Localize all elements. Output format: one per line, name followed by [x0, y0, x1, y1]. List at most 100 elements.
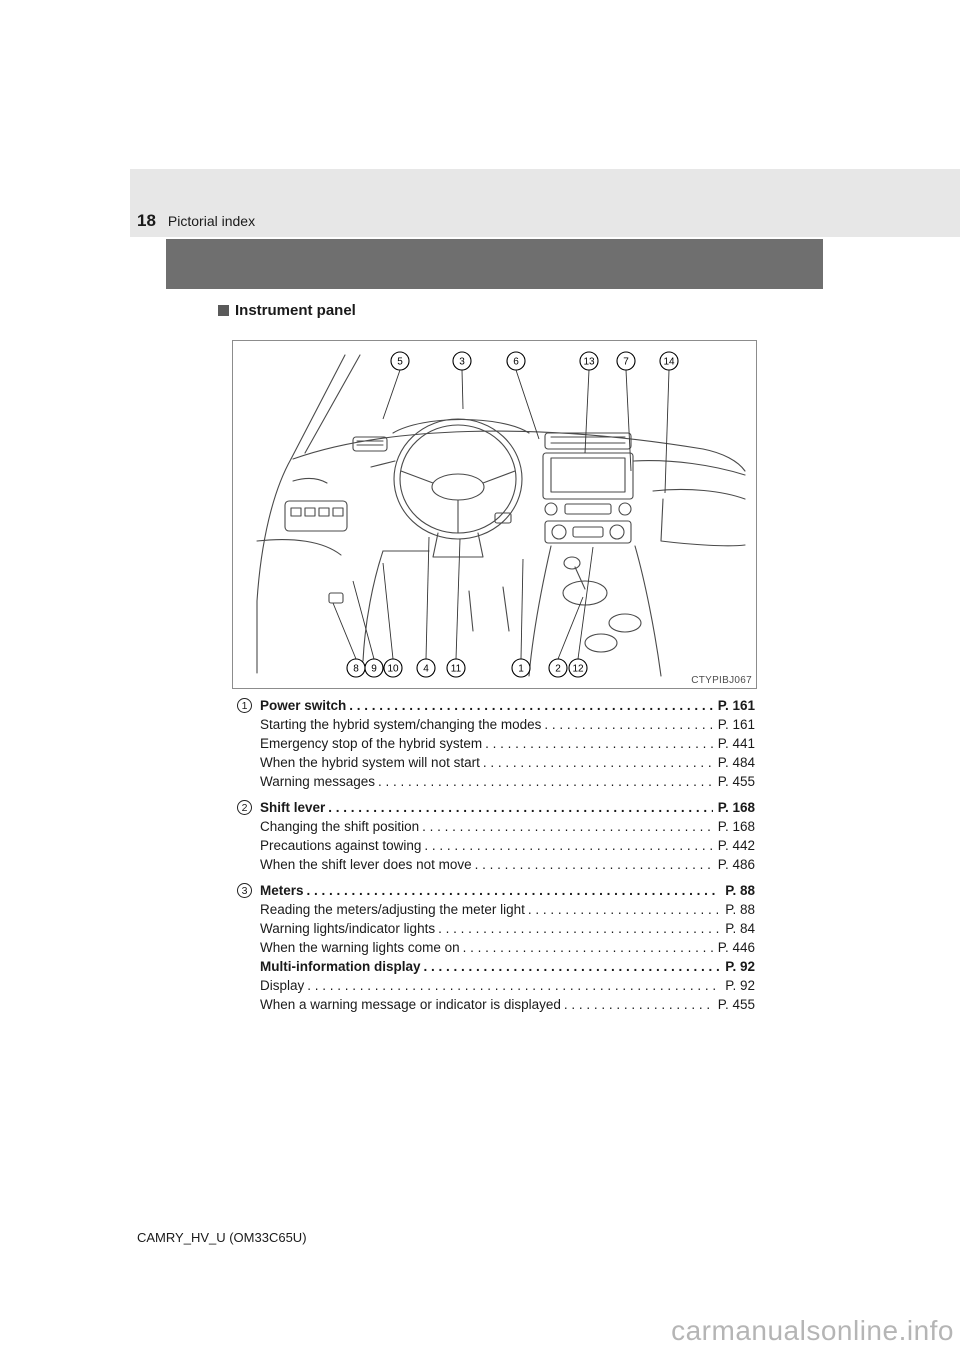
- sub-label: Emergency stop of the hybrid system: [260, 736, 483, 751]
- index-sub-row: Precautions against towing P. 442: [260, 836, 755, 855]
- entry-number-badge: 2: [237, 800, 252, 815]
- svg-text:3: 3: [459, 357, 465, 368]
- page-number: 18: [137, 211, 156, 230]
- callout-8: 8: [346, 658, 366, 678]
- index-sub-row: Display P. 92: [260, 976, 755, 995]
- instrument-panel-figure: 5 3 6 13 7 14 8 9 10 4 11 1 2 12 CTYPIBJ…: [232, 340, 757, 689]
- entry-title: Meters: [260, 883, 304, 898]
- dot-leader: [304, 881, 721, 900]
- dot-leader: [419, 817, 713, 836]
- dot-leader: [561, 995, 713, 1014]
- sub-page-ref: P. 441: [717, 736, 755, 751]
- callout-12: 12: [568, 658, 588, 678]
- callout-10: 10: [383, 658, 403, 678]
- callout-6: 6: [506, 351, 526, 371]
- sub-label: Display: [260, 978, 305, 993]
- dashboard-sketch: [256, 354, 746, 677]
- section-bullet-icon: [218, 305, 229, 316]
- watermark: carmanualsonline.info: [671, 1315, 954, 1346]
- dot-leader: [435, 919, 720, 938]
- chapter-title: Pictorial index: [167, 213, 256, 229]
- svg-text:14: 14: [663, 357, 675, 368]
- sub-label: When a warning message or indicator is d…: [260, 997, 561, 1012]
- callout-4: 4: [416, 658, 436, 678]
- svg-text:9: 9: [371, 664, 377, 675]
- callout-1: 1: [511, 658, 531, 678]
- instrument-panel-drawing: 5 3 6 13 7 14 8 9 10 4 11 1 2 12: [256, 351, 746, 678]
- figure-caption: CTYPIBJ067: [691, 675, 752, 686]
- index-sub-row: Reading the meters/adjusting the meter l…: [260, 900, 755, 919]
- index-main-row: 2 Shift lever P. 168: [237, 798, 755, 817]
- sub-page-ref: P. 446: [717, 940, 755, 955]
- document-code: CAMRY_HV_U (OM33C65U): [137, 1230, 307, 1245]
- sub-label: Precautions against towing: [260, 838, 422, 853]
- index-sub-row: When the hybrid system will not start P.…: [260, 753, 755, 772]
- sub-page-ref: P. 455: [717, 774, 755, 789]
- callout-3: 3: [452, 351, 472, 371]
- dot-leader: [472, 855, 713, 874]
- callout-2: 2: [548, 658, 568, 678]
- svg-text:13: 13: [583, 357, 595, 368]
- sub-label: When the shift lever does not move: [260, 857, 472, 872]
- sub-label: Reading the meters/adjusting the meter l…: [260, 902, 525, 917]
- entry-page-ref: P. 88: [725, 883, 755, 898]
- index-main-row: 3 Meters P. 88: [237, 881, 755, 900]
- dot-leader: [421, 957, 721, 976]
- svg-text:11: 11: [451, 664, 462, 675]
- sub-label: Starting the hybrid system/changing the …: [260, 717, 542, 732]
- callout-5: 5: [390, 351, 410, 371]
- svg-text:10: 10: [387, 664, 399, 675]
- svg-text:7: 7: [623, 357, 629, 368]
- sub-page-ref: P. 88: [725, 902, 755, 917]
- index-sub-row: Emergency stop of the hybrid system P. 4…: [260, 734, 755, 753]
- sub-label: Warning lights/indicator lights: [260, 921, 436, 936]
- index-sub-row: Changing the shift position P. 168: [260, 817, 755, 836]
- svg-text:12: 12: [572, 664, 584, 675]
- section-heading: Instrument panel: [218, 302, 356, 319]
- pictorial-index-list: 1 Power switch P. 161 Starting the hybri…: [237, 696, 755, 1014]
- index-sub-row: When the shift lever does not move P. 48…: [260, 855, 755, 874]
- callout-leader-lines: [332, 369, 670, 660]
- svg-text:1: 1: [518, 664, 524, 675]
- entry-title: Power switch: [260, 698, 347, 713]
- callout-9: 9: [364, 658, 384, 678]
- sub-label: Changing the shift position: [260, 819, 420, 834]
- dot-leader: [375, 772, 713, 791]
- entry-number-badge: 3: [237, 883, 252, 898]
- dot-leader: [460, 938, 713, 957]
- svg-text:5: 5: [397, 357, 403, 368]
- dot-leader: [325, 798, 712, 817]
- index-entry-shift-lever: 2 Shift lever P. 168 Changing the shift …: [237, 798, 755, 874]
- entry-title: Shift lever: [260, 800, 326, 815]
- svg-text:8: 8: [353, 664, 359, 675]
- index-sub-row-multi-information-display: Multi-information display P. 92: [260, 957, 755, 976]
- index-sub-row: Warning lights/indicator lights P. 84: [260, 919, 755, 938]
- svg-text:6: 6: [513, 357, 519, 368]
- callout-11: 11: [446, 658, 466, 678]
- dot-leader: [480, 753, 713, 772]
- dot-leader: [346, 696, 712, 715]
- dot-leader: [482, 734, 713, 753]
- sub-label: Warning messages: [260, 774, 376, 789]
- svg-text:2: 2: [555, 664, 561, 675]
- sub-label: When the warning lights come on: [260, 940, 460, 955]
- index-sub-row: When a warning message or indicator is d…: [260, 995, 755, 1014]
- dot-leader: [525, 900, 720, 919]
- sub-page-ref: P. 92: [725, 978, 755, 993]
- header-band: 18 Pictorial index: [130, 169, 960, 237]
- callout-7: 7: [616, 351, 636, 371]
- sub-label: When the hybrid system will not start: [260, 755, 480, 770]
- sub-page-ref: P. 84: [725, 921, 755, 936]
- dot-leader: [304, 976, 720, 995]
- sub-page-ref: P. 168: [717, 819, 755, 834]
- section-title: Instrument panel: [235, 302, 356, 319]
- index-main-row: 1 Power switch P. 161: [237, 696, 755, 715]
- sub-page-ref: P. 92: [725, 959, 755, 974]
- entry-page-ref: P. 168: [717, 800, 755, 815]
- callout-13: 13: [579, 351, 599, 371]
- index-sub-row: Starting the hybrid system/changing the …: [260, 715, 755, 734]
- sub-page-ref: P. 442: [717, 838, 755, 853]
- index-entry-meters: 3 Meters P. 88 Reading the meters/adjust…: [237, 881, 755, 1014]
- sub-page-ref: P. 455: [717, 997, 755, 1012]
